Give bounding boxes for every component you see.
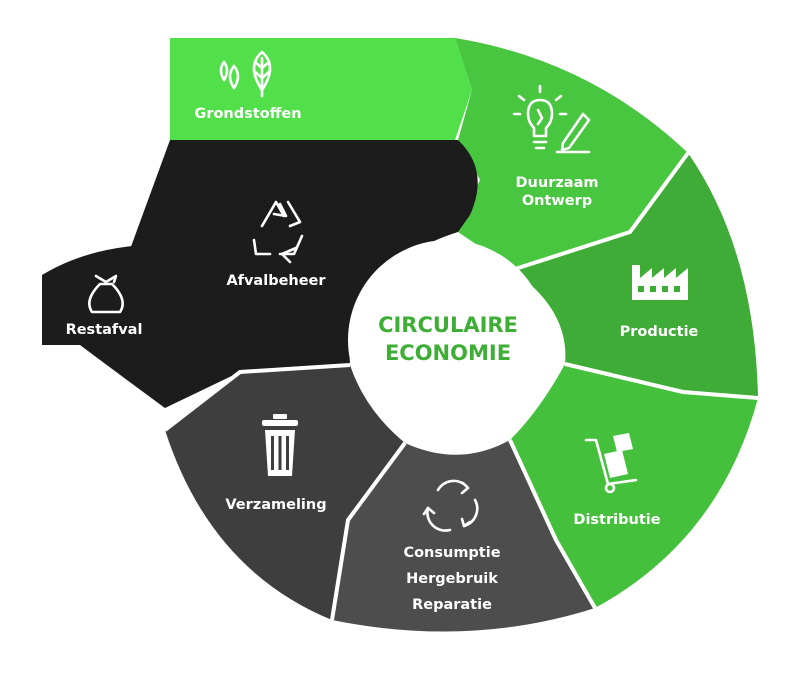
- water-drops-and-leaf-icon: [219, 50, 272, 98]
- segment-afvalbeheer: [95, 140, 478, 408]
- segment-consumptie: [332, 440, 595, 632]
- center-title-line-1: CIRCULAIRE: [378, 313, 518, 337]
- label-grondstoffen: Grondstoffen: [194, 106, 301, 122]
- factory-icon: [632, 265, 688, 300]
- segment-grondstoffen: [170, 38, 472, 140]
- segment-separators: [163, 151, 759, 621]
- segment-duurzaam-ontwerp: [455, 38, 688, 270]
- label-distributie: Distributie: [573, 512, 660, 528]
- hand-truck-icon: [584, 433, 638, 494]
- trash-bin-icon: [262, 414, 298, 476]
- label-verzameling: Verzameling: [225, 497, 326, 513]
- lightbulb-and-pencil-icon: [512, 84, 591, 154]
- label-restafval: Restafval: [66, 322, 143, 338]
- circular-arrows-icon: [422, 479, 479, 532]
- garbage-bag-icon: [88, 274, 124, 314]
- segment-verzameling: [165, 365, 405, 620]
- label-consumptie-line-3: Reparatie: [412, 597, 492, 613]
- segment-distributie: [510, 364, 758, 608]
- center-title-line-2: ECONOMIE: [385, 341, 511, 365]
- label-consumptie-line-1: Consumptie: [403, 545, 500, 561]
- segment-restafval: [42, 244, 190, 408]
- label-afvalbeheer: Afvalbeheer: [226, 273, 326, 289]
- label-ontwerp-line-2: Ontwerp: [522, 193, 592, 209]
- label-consumptie-line-2: Hergebruik: [406, 571, 498, 587]
- label-productie: Productie: [620, 324, 699, 340]
- label-ontwerp-line-1: Duurzaam: [516, 175, 599, 191]
- center-circle: [348, 240, 548, 440]
- recycle-icon: [252, 200, 304, 264]
